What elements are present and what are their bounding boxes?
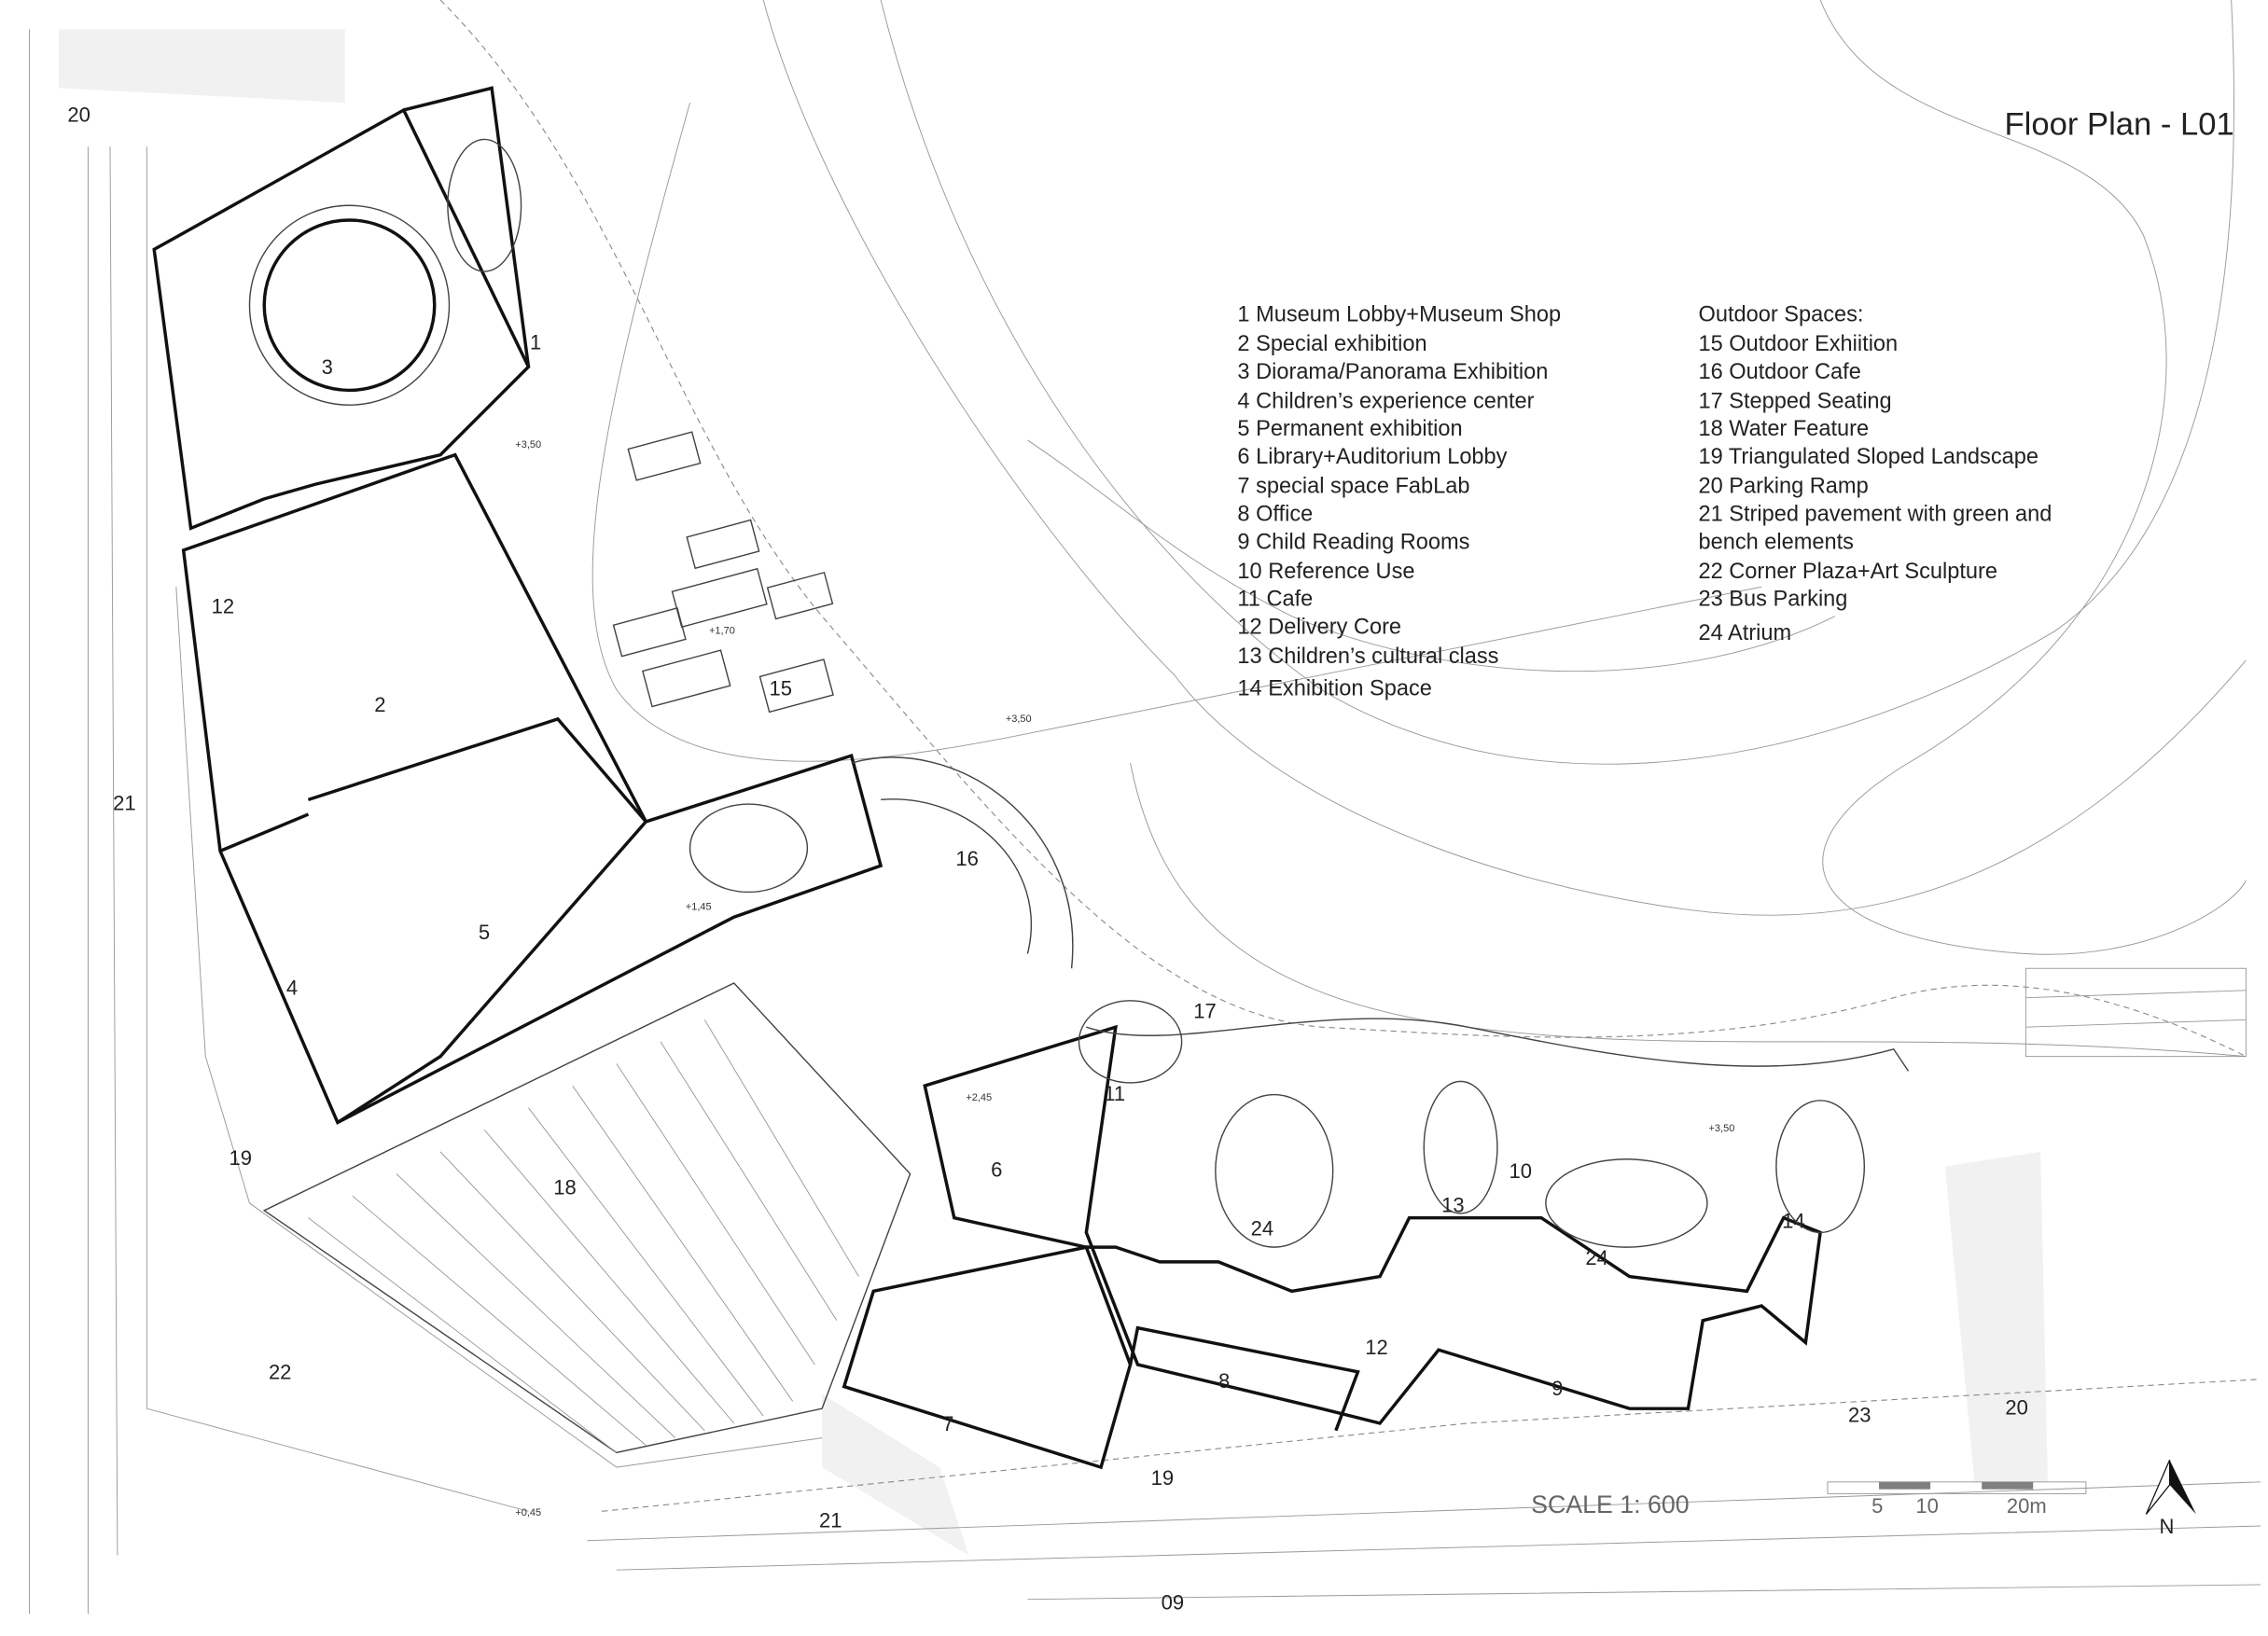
room-label: 19 xyxy=(229,1146,252,1170)
room-label: 21 xyxy=(113,791,136,814)
level-markers: +3,50 +1,70 +3,50 +1,45 +2,45 +3,50 +0,4… xyxy=(515,439,1734,1518)
level-marker: +3,50 xyxy=(1709,1123,1735,1134)
legend-item: 7 special space FabLab xyxy=(1237,474,1469,498)
room-label: 13 xyxy=(1441,1193,1465,1216)
level-marker: +0,45 xyxy=(515,1507,541,1518)
legend-item: 19 Triangulated Sloped Landscape xyxy=(1698,444,2038,468)
legend-item: 4 Children’s experience center xyxy=(1237,388,1534,412)
room-label: 14 xyxy=(1782,1210,1805,1233)
legend-item: 13 Children’s cultural class xyxy=(1237,644,1498,668)
room-label: 9 xyxy=(1551,1377,1563,1400)
legend-item: 20 Parking Ramp xyxy=(1698,474,1868,498)
legend-item: 10 Reference Use xyxy=(1237,559,1414,583)
room-label: 10 xyxy=(1510,1159,1533,1183)
scale-tick: 5 xyxy=(1871,1494,1883,1518)
legend-item: 22 Corner Plaza+Art Sculpture xyxy=(1698,559,1997,583)
legend-item: 11 Cafe xyxy=(1237,587,1313,611)
room-label: 4 xyxy=(286,977,298,1000)
room-label: 22 xyxy=(269,1361,292,1384)
scale-bar: SCALE 1: 600 5 10 20m xyxy=(1531,1481,2087,1518)
room-label: 16 xyxy=(955,847,979,870)
level-marker: +2,45 xyxy=(966,1092,992,1103)
north-label: N xyxy=(2160,1515,2175,1538)
room-label: 1 xyxy=(530,330,541,354)
level-marker: +3,50 xyxy=(1006,714,1032,725)
building-walls xyxy=(152,86,1910,1470)
room-label: 6 xyxy=(991,1158,1002,1182)
legend-item: 17 Stepped Seating xyxy=(1698,388,1891,412)
legend-item: 23 Bus Parking xyxy=(1698,587,1847,611)
legend-item: 3 Diorama/Panorama Exhibition xyxy=(1237,359,1548,383)
legend-item: 9 Child Reading Rooms xyxy=(1237,529,1469,553)
legend-item: 18 Water Feature xyxy=(1698,416,1869,440)
room-label: 09 xyxy=(1162,1591,1185,1615)
legend-item: 15 Outdoor Exhiition xyxy=(1698,331,1898,355)
room-labels: 20 1 3 12 2 21 4 5 16 15 17 11 6 18 19 2… xyxy=(67,104,2027,1615)
level-marker: +3,50 xyxy=(515,439,541,451)
scale-tick: 10 xyxy=(1915,1494,1939,1518)
room-label: 20 xyxy=(2005,1395,2028,1419)
room-label: 11 xyxy=(1104,1082,1125,1105)
room-label: 24 xyxy=(1585,1246,1608,1269)
legend-item: 5 Permanent exhibition xyxy=(1237,416,1462,440)
legend-heading: Outdoor Spaces: xyxy=(1698,302,1863,326)
legend-item: 1 Museum Lobby+Museum Shop xyxy=(1237,302,1561,326)
room-label: 18 xyxy=(553,1176,577,1199)
room-label: 8 xyxy=(1218,1369,1230,1393)
room-label: 2 xyxy=(374,693,385,716)
room-label: 15 xyxy=(769,677,792,700)
level-marker: +1,70 xyxy=(709,626,735,637)
drawing-title: Floor Plan - L01 xyxy=(2005,107,2234,143)
legend-outdoor: Outdoor Spaces: 15 Outdoor Exhiition 16 … xyxy=(1698,302,2052,645)
legend-item: 6 Library+Auditorium Lobby xyxy=(1237,444,1507,468)
room-label: 19 xyxy=(1151,1466,1175,1490)
room-label: 5 xyxy=(479,921,490,944)
scale-tick: 20m xyxy=(2007,1494,2047,1518)
room-label: 17 xyxy=(1193,1000,1217,1023)
room-label: 23 xyxy=(1848,1403,1871,1426)
legend-rooms: 1 Museum Lobby+Museum Shop 2 Special exh… xyxy=(1237,302,1561,700)
legend-item: 16 Outdoor Cafe xyxy=(1698,359,1860,383)
legend-item: bench elements xyxy=(1698,529,1853,553)
scale-label: SCALE 1: 600 xyxy=(1531,1490,1689,1518)
legend-item: 24 Atrium xyxy=(1698,620,1791,645)
room-label: 24 xyxy=(1251,1217,1274,1241)
room-label: 12 xyxy=(212,595,235,618)
level-marker: +1,45 xyxy=(686,901,712,912)
site-linework xyxy=(28,0,2261,1615)
legend-item: 21 Striped pavement with green and xyxy=(1698,501,2052,525)
legend-item: 8 Office xyxy=(1237,501,1313,525)
room-label: 7 xyxy=(942,1412,953,1435)
north-arrow-icon: N xyxy=(2145,1459,2196,1538)
legend-item: 2 Special exhibition xyxy=(1237,331,1426,355)
room-label: 3 xyxy=(322,355,333,379)
room-label: 20 xyxy=(67,104,90,127)
legend-item: 12 Delivery Core xyxy=(1237,615,1401,639)
legend-item: 14 Exhibition Space xyxy=(1237,676,1431,700)
room-label: 12 xyxy=(1365,1336,1388,1359)
room-label: 21 xyxy=(819,1509,842,1532)
